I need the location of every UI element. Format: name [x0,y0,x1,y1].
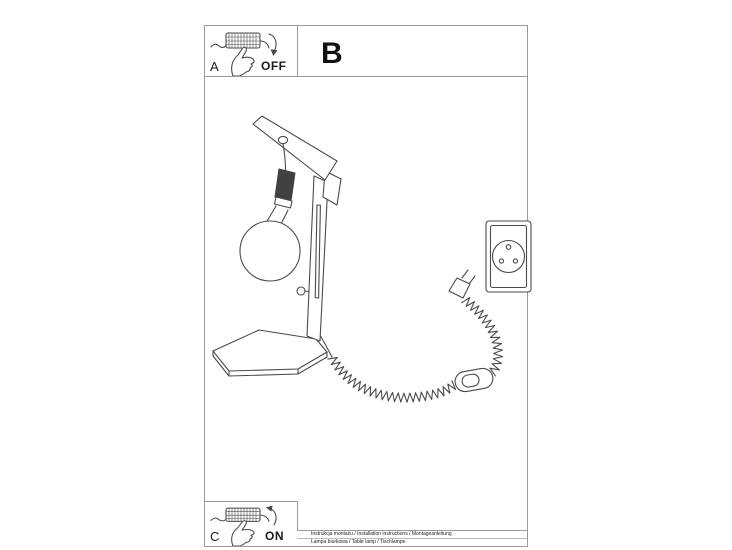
footer-text-block: Instrukcja montażu / Installation instru… [297,530,527,546]
switch-off-icon [210,32,278,76]
pressing-hand-icon [231,520,255,546]
page-frame: A OFF B C ON [204,25,528,547]
header-divider [205,76,527,77]
inset-c-label: C [210,529,220,544]
inset-a-off: A OFF [205,26,298,77]
inset-c-on: C ON [205,501,298,546]
curved-arrow-down-icon [268,33,278,56]
inset-a-state: OFF [261,59,287,73]
inset-c-state: ON [265,529,284,543]
footer-line-2: Lampa biurkowa / Table lamp / Tischlampe [311,539,406,545]
section-label-b: B [321,37,343,70]
pressing-hand-icon [231,46,255,76]
footer-line-1: Instrukcja montażu / Installation instru… [297,531,527,539]
power-switch-icon [210,507,270,522]
inset-a-label: A [210,59,219,74]
power-switch-icon [210,32,270,49]
switch-on-icon [210,505,277,546]
curved-arrow-up-icon [265,505,277,526]
